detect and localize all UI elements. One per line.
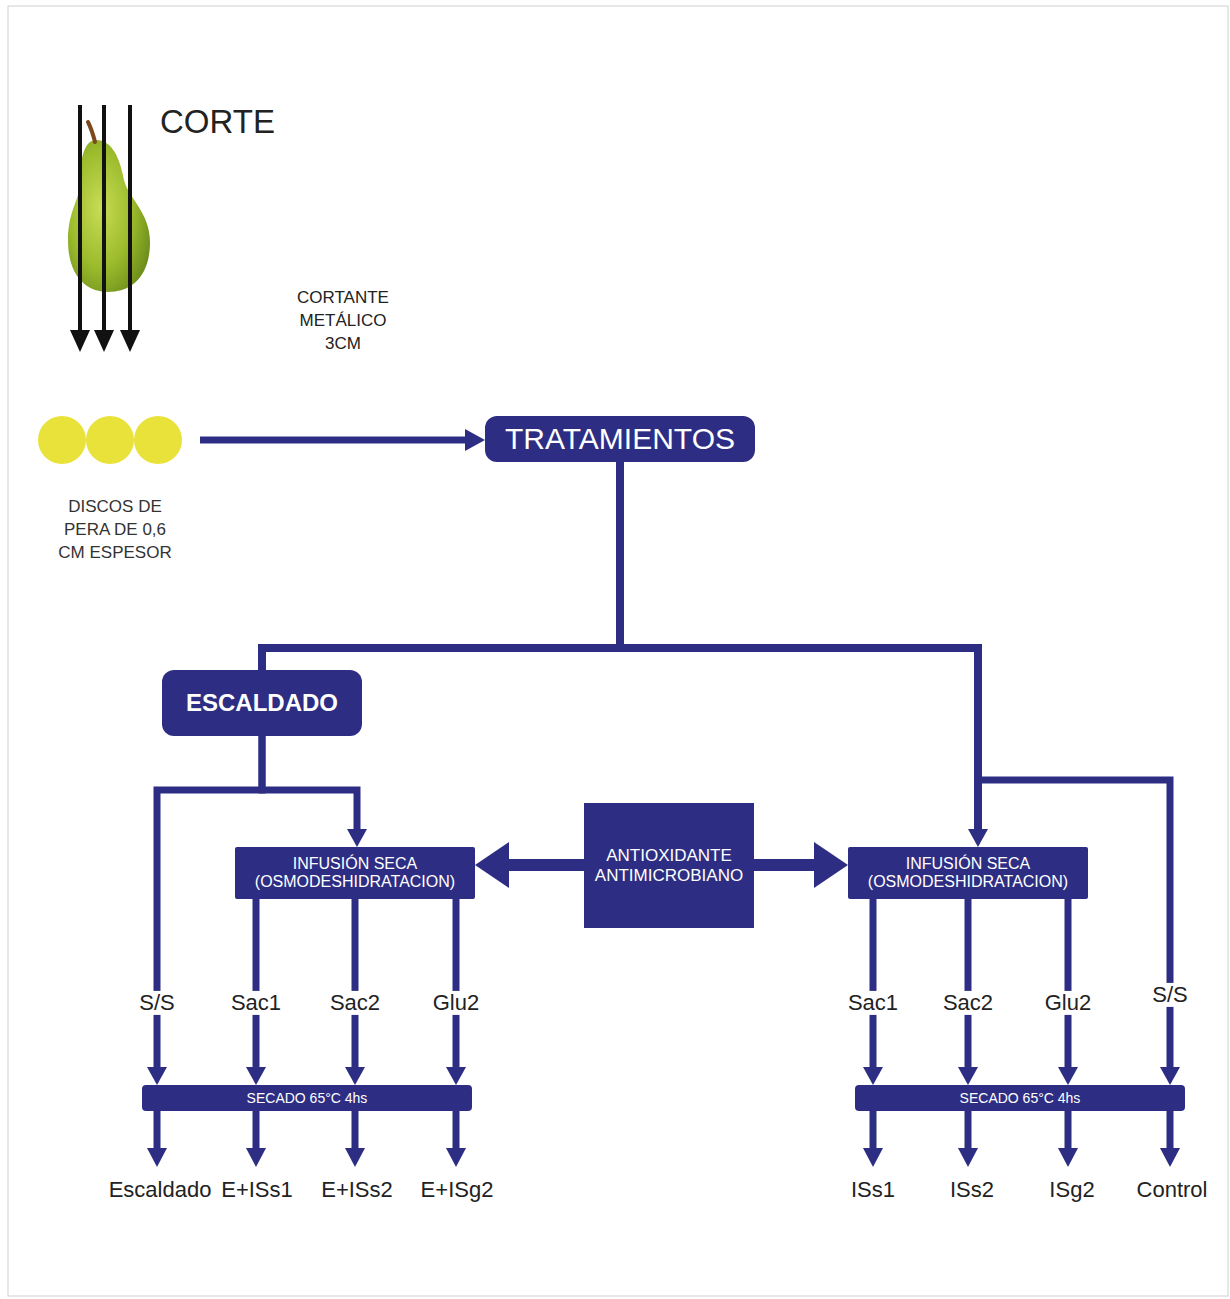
pear-disc bbox=[134, 416, 182, 464]
box-text: INFUSIÓN SECA (OSMODESHIDRATACION) bbox=[243, 855, 467, 892]
box-text: INFUSIÓN SECA (OSMODESHIDRATACION) bbox=[856, 855, 1080, 892]
text-label: E+ISg2 bbox=[421, 1178, 494, 1202]
process-box: TRATAMIENTOS bbox=[485, 416, 755, 462]
edge-label: Sac2 bbox=[939, 991, 997, 1015]
pear-stem bbox=[88, 122, 95, 142]
text-label: Control bbox=[1137, 1178, 1208, 1202]
text-label: ISs1 bbox=[851, 1178, 895, 1202]
connector bbox=[620, 462, 988, 847]
text-label: E+ISs1 bbox=[221, 1178, 293, 1202]
connector-line bbox=[754, 859, 815, 871]
process-box: INFUSIÓN SECA (OSMODESHIDRATACION) bbox=[848, 847, 1088, 899]
arrow-head bbox=[863, 1067, 883, 1085]
arrow-head bbox=[814, 842, 848, 888]
box-text: ANTIOXIDANTE ANTIMICROBIANO bbox=[592, 846, 746, 885]
edge-label: S/S bbox=[1148, 983, 1191, 1007]
connector-line bbox=[262, 462, 620, 670]
pear-disc bbox=[38, 416, 86, 464]
box-text: SECADO 65°C 4hs bbox=[960, 1090, 1081, 1106]
connector bbox=[620, 462, 1180, 1085]
arrow-head bbox=[446, 1067, 466, 1085]
connector bbox=[475, 842, 584, 888]
connector bbox=[200, 429, 485, 451]
box-text: SECADO 65°C 4hs bbox=[247, 1090, 368, 1106]
connector bbox=[262, 462, 620, 670]
connector-line bbox=[870, 899, 877, 1068]
cut-arrows bbox=[70, 105, 140, 352]
pear-disc bbox=[86, 416, 134, 464]
edge-label: Sac1 bbox=[844, 991, 902, 1015]
text-label: CORTANTE METÁLICO 3CM bbox=[293, 287, 393, 356]
connector-line bbox=[453, 899, 460, 1068]
text-label: Escaldado bbox=[109, 1178, 212, 1202]
connector-line bbox=[157, 736, 262, 1068]
process-box: ESCALDADO bbox=[162, 670, 362, 736]
disc-shapes bbox=[30, 412, 200, 468]
connector-line bbox=[620, 462, 1170, 1068]
process-box: INFUSIÓN SECA (OSMODESHIDRATACION) bbox=[235, 847, 475, 899]
drying-band: SECADO 65°C 4hs bbox=[855, 1085, 1185, 1111]
connector bbox=[147, 736, 262, 1085]
connector-line bbox=[965, 899, 972, 1068]
edge-label: Sac1 bbox=[227, 991, 285, 1015]
connector-line bbox=[1065, 899, 1072, 1068]
edge-label: Glu2 bbox=[429, 991, 483, 1015]
arrow-head bbox=[475, 842, 509, 888]
connector-line bbox=[253, 899, 260, 1068]
connector-line bbox=[508, 859, 584, 871]
connector-line bbox=[200, 437, 466, 444]
disc-caption: DISCOS DE PERA DE 0,6 CM ESPESOR bbox=[49, 496, 181, 565]
arrow-head bbox=[465, 429, 485, 451]
edge-label: S/S bbox=[135, 991, 178, 1015]
arrow-head bbox=[347, 829, 367, 847]
output-arrows bbox=[147, 1110, 1180, 1167]
edge-label: Glu2 bbox=[1041, 991, 1095, 1015]
arrow-head bbox=[968, 829, 988, 847]
arrow-head bbox=[1160, 1067, 1180, 1085]
arrow-head bbox=[345, 1067, 365, 1085]
arrow-head bbox=[147, 1067, 167, 1085]
connector bbox=[262, 736, 367, 847]
treatment-box: ANTIOXIDANTE ANTIMICROBIANO bbox=[584, 803, 754, 928]
arrow-head bbox=[246, 1067, 266, 1085]
connector bbox=[754, 842, 848, 888]
frame-border bbox=[8, 6, 1228, 1296]
edge-label: Sac2 bbox=[326, 991, 384, 1015]
text-label: ISs2 bbox=[950, 1178, 994, 1202]
connector-line bbox=[262, 736, 357, 830]
arrow-head bbox=[958, 1067, 978, 1085]
drying-band: SECADO 65°C 4hs bbox=[142, 1085, 472, 1111]
text-label: ISg2 bbox=[1049, 1178, 1094, 1202]
box-text: TRATAMIENTOS bbox=[505, 422, 735, 457]
connector-line bbox=[352, 899, 359, 1068]
arrow-head bbox=[1058, 1067, 1078, 1085]
text-label: E+ISs2 bbox=[321, 1178, 393, 1202]
box-text: ESCALDADO bbox=[186, 689, 338, 717]
pear-discs: DISCOS DE PERA DE 0,6 CM ESPESOR bbox=[30, 412, 200, 562]
text-label: CORTE bbox=[160, 104, 275, 140]
